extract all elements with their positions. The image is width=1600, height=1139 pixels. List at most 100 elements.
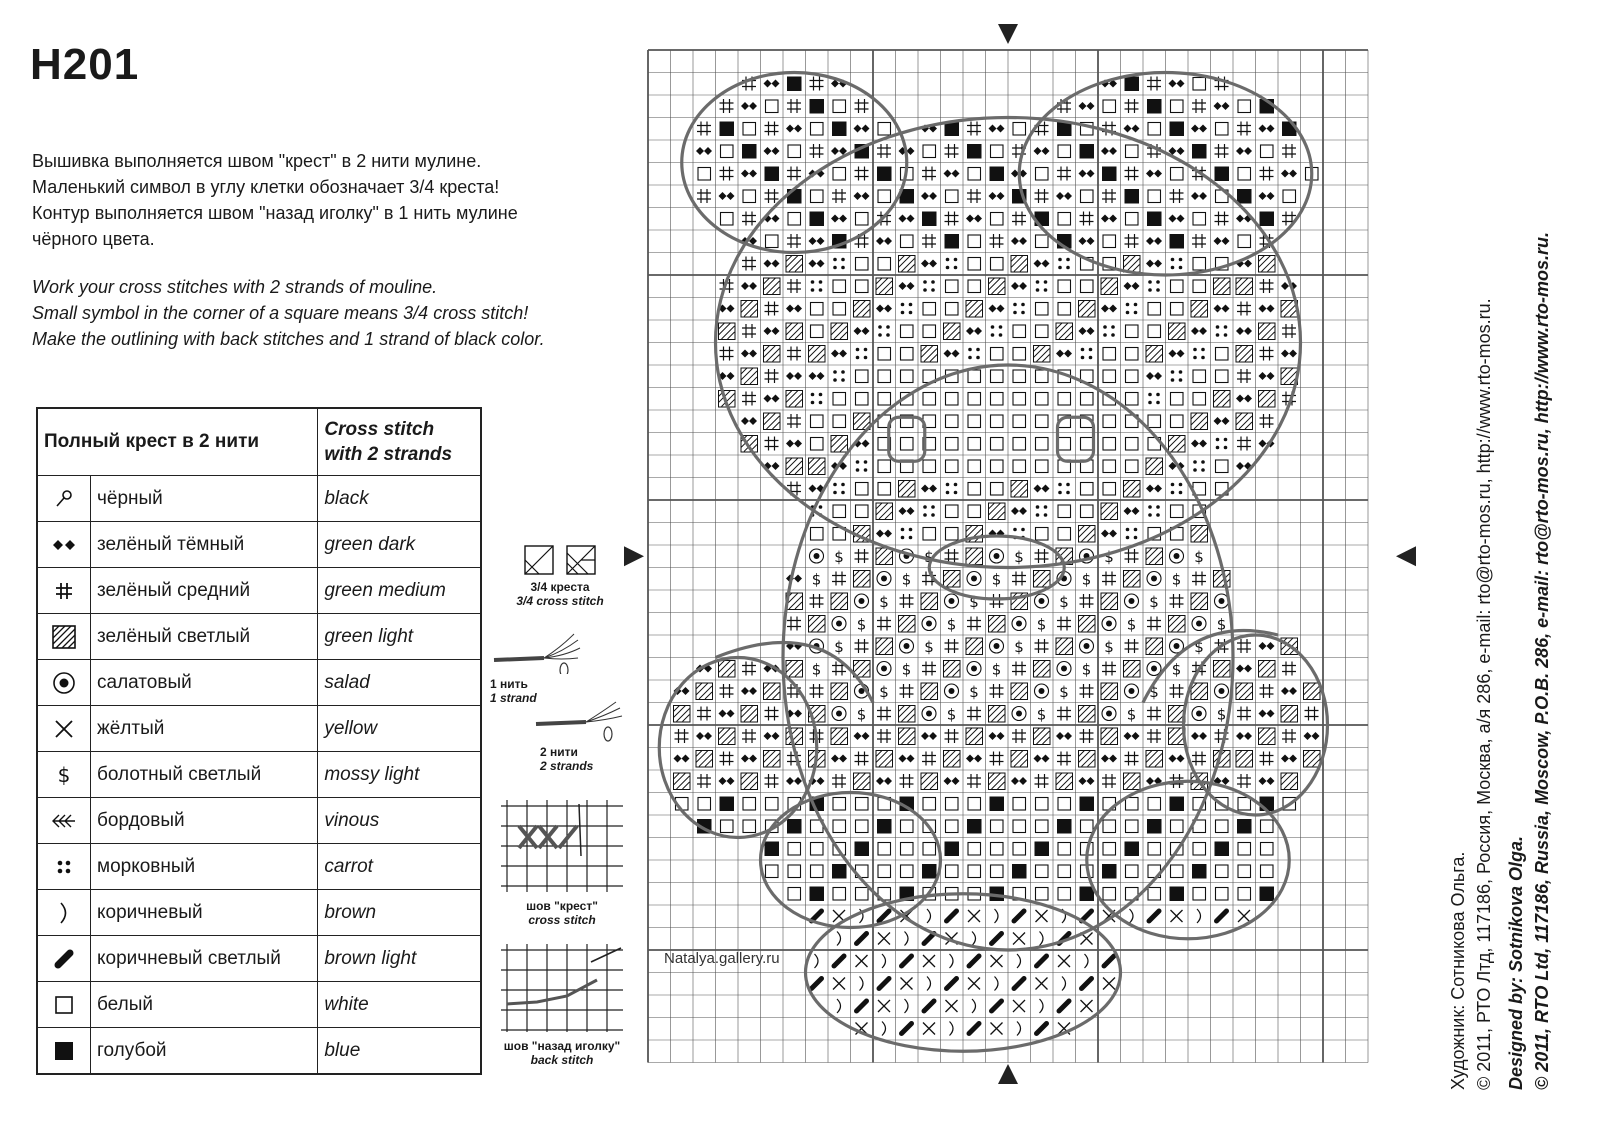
- hatched-square-icon: [831, 323, 848, 340]
- double-diamond-icon: [1056, 192, 1072, 200]
- hatched-square-icon: [1124, 773, 1141, 790]
- hatched-square-icon: [989, 616, 1006, 633]
- instruction-line: Work your cross stitches with 2 strands …: [32, 274, 545, 300]
- open-square-icon: [833, 303, 846, 316]
- hash-icon: [787, 167, 801, 181]
- open-square-icon: [37, 982, 91, 1028]
- open-square-icon: [968, 235, 981, 248]
- open-square-icon: [1058, 213, 1071, 226]
- hash-icon: [855, 639, 869, 653]
- dot-circle-icon: [1102, 617, 1116, 631]
- dollar-icon: $: [812, 571, 822, 589]
- svg-text:$: $: [1082, 571, 1092, 589]
- filled-square-icon: [1012, 864, 1027, 879]
- four-dots-icon: [968, 348, 980, 360]
- hash-icon: [855, 99, 869, 113]
- open-square-icon: [1058, 145, 1071, 158]
- four-dots-icon: [1148, 393, 1160, 405]
- key-en: brown: [318, 890, 481, 936]
- filled-square-icon: [1147, 212, 1162, 227]
- paren-icon: [927, 977, 931, 991]
- open-square-icon: [1013, 820, 1026, 833]
- svg-text:$: $: [879, 683, 889, 701]
- open-square-icon: [1261, 820, 1274, 833]
- filled-square-icon: [1260, 887, 1275, 902]
- open-square-icon: [1283, 190, 1296, 203]
- open-square-icon: [968, 438, 981, 451]
- double-diamond-icon: [1281, 755, 1297, 763]
- double-diamond-icon: [1034, 147, 1050, 155]
- hash-icon: [1080, 729, 1094, 743]
- paren-icon: [37, 890, 91, 936]
- bar-icon: [1014, 979, 1024, 989]
- hash-icon: [1125, 234, 1139, 248]
- open-square-icon: [1058, 798, 1071, 811]
- legend-label: cross stitch: [494, 913, 630, 927]
- open-square-icon: [856, 213, 869, 226]
- paren-icon: [1017, 1022, 1021, 1036]
- filled-square-icon: [832, 122, 847, 137]
- watermark: Natalya.gallery.ru: [664, 950, 780, 967]
- open-square-icon: [743, 190, 756, 203]
- x-cross-icon: [946, 1000, 958, 1012]
- svg-text:$: $: [902, 571, 912, 589]
- open-square-icon: [833, 100, 846, 113]
- hash-icon: [1057, 167, 1071, 181]
- hatched-square-icon: [741, 368, 758, 385]
- filled-square-icon: [967, 819, 982, 834]
- open-square-icon: [901, 438, 914, 451]
- double-diamond-icon: [764, 395, 780, 403]
- hash-icon: [1260, 279, 1274, 293]
- hatched-square-icon: [854, 773, 871, 790]
- dot-circle-icon: [1192, 617, 1206, 631]
- double-diamond-icon: [944, 350, 960, 358]
- hatched-square-icon: [1079, 301, 1096, 318]
- open-square-icon: [1171, 865, 1184, 878]
- double-diamond-icon: [899, 507, 915, 515]
- svg-text:$: $: [834, 638, 844, 656]
- open-square-icon: [1036, 865, 1049, 878]
- filled-square-icon: [1237, 189, 1252, 204]
- hatched-square-icon: [1191, 413, 1208, 430]
- x-cross-icon: [1013, 933, 1025, 945]
- double-diamond-icon: [1124, 732, 1140, 740]
- key-row: голубойblue: [37, 1028, 481, 1075]
- double-diamond-icon: [921, 732, 937, 740]
- hash-icon: [922, 752, 936, 766]
- open-square-icon: [1171, 505, 1184, 518]
- svg-text:$: $: [1217, 706, 1227, 724]
- hash-icon: [697, 707, 711, 721]
- hatched-square-icon: [1281, 773, 1298, 790]
- hash-icon: [765, 122, 779, 136]
- paren-icon: [905, 932, 909, 946]
- hash-icon: [765, 437, 779, 451]
- four-dots-icon: [811, 393, 823, 405]
- hatched-square-icon: [1259, 323, 1276, 340]
- hatched-square-icon: [1304, 751, 1321, 768]
- double-diamond-icon: [786, 440, 802, 448]
- dot-circle-icon: [1012, 707, 1026, 721]
- open-square-icon: [1148, 415, 1161, 428]
- hash-icon: [1282, 662, 1296, 676]
- hatched-square-icon: [876, 638, 893, 655]
- double-diamond-icon: [1079, 327, 1095, 335]
- dollar-icon: $: [992, 661, 1002, 679]
- back-stitch-legend: шов "назад иголку" back stitch: [492, 940, 632, 1067]
- open-square-icon: [1238, 865, 1251, 878]
- open-square-icon: [1058, 438, 1071, 451]
- open-square-icon: [946, 280, 959, 293]
- hatched-square-icon: [1011, 751, 1028, 768]
- open-square-icon: [1013, 123, 1026, 136]
- key-row: морковныйcarrot: [37, 844, 481, 890]
- hash-icon: [900, 684, 914, 698]
- four-dots-icon: [991, 325, 1003, 337]
- paren-icon: [1040, 999, 1044, 1013]
- hatched-square-icon: [1191, 593, 1208, 610]
- hatched-square-icon: [1124, 256, 1141, 273]
- open-square-icon: [1171, 280, 1184, 293]
- four-dots-icon: [856, 460, 868, 472]
- dot-circle-icon: [1192, 707, 1206, 721]
- four-dots-icon: [1171, 483, 1183, 495]
- hash-icon: [720, 684, 734, 698]
- x-cross-icon: [923, 1023, 935, 1035]
